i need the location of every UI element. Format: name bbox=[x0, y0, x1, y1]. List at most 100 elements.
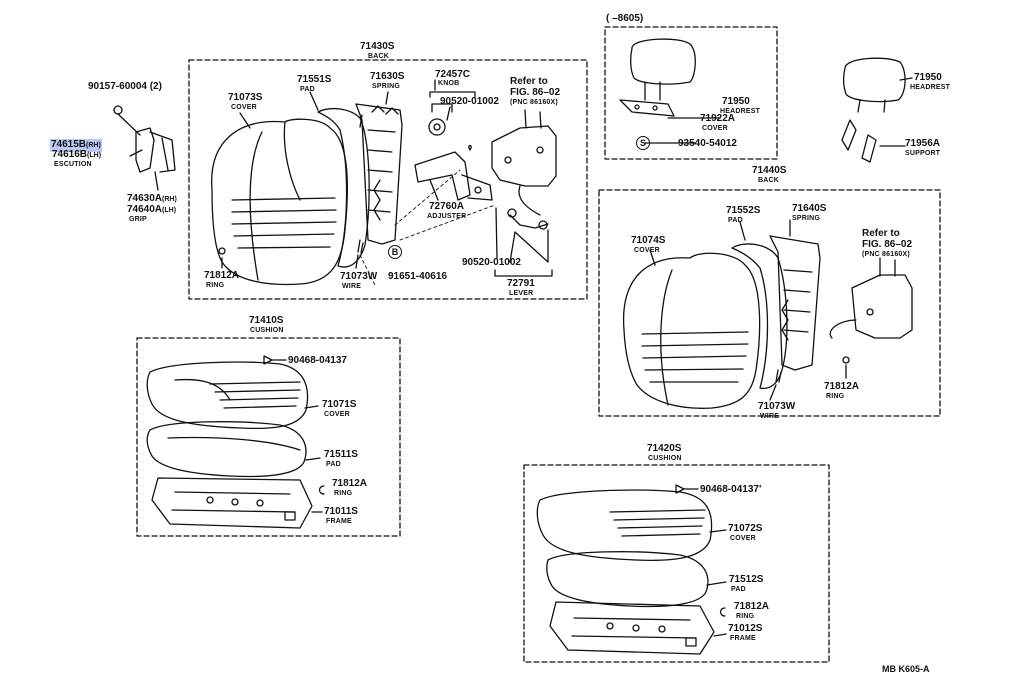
label-72791-sub: LEVER bbox=[509, 290, 534, 297]
knob-bracket bbox=[429, 91, 476, 98]
label-71410S-sub: CUSHION bbox=[250, 327, 284, 334]
label-71440S-sub: BACK bbox=[758, 177, 780, 184]
label-71812A-4: 71812A bbox=[734, 601, 770, 612]
label-71011S-sub: FRAME bbox=[326, 518, 352, 525]
label-72457C: 72457C bbox=[435, 69, 471, 80]
label-74616B-row: 74616B(LH) bbox=[52, 150, 101, 161]
back-assembly-box-right bbox=[598, 189, 941, 417]
dashed-leader-left bbox=[359, 169, 496, 286]
ring-right-cushion-shape bbox=[719, 607, 726, 617]
pad-71551S-shape bbox=[317, 107, 370, 268]
label-71551S: 71551S bbox=[297, 74, 332, 85]
leader-cushion-left bbox=[304, 405, 323, 513]
label-74615B-sfx: (RH) bbox=[86, 142, 101, 149]
label-71073W-2-sub: WIRE bbox=[760, 413, 780, 420]
cushion-box-left bbox=[136, 337, 401, 537]
label-71073W-2: 71073W bbox=[758, 401, 796, 412]
label-71630S: 71630S bbox=[370, 71, 405, 82]
label-72760A-sub: ADJUSTER bbox=[427, 213, 467, 220]
label-71630S-sub: SPRING bbox=[372, 83, 401, 90]
label-71812A-2: 71812A bbox=[824, 381, 860, 392]
label-71420S: 71420S bbox=[647, 443, 682, 454]
pad-71512S-shape bbox=[546, 551, 709, 608]
screw-90468a-shape bbox=[263, 355, 287, 365]
label-71511S: 71511S bbox=[324, 449, 358, 460]
label-71640S: 71640S bbox=[792, 203, 827, 214]
label-grip-sub: GRIP bbox=[129, 216, 147, 223]
screw-90157-shape bbox=[113, 105, 141, 136]
label-71956A: 71956A bbox=[905, 138, 941, 149]
ring-wire-left-shape bbox=[218, 239, 364, 255]
frame-71011S-shape bbox=[151, 477, 313, 529]
label-71812A-1-sub: RING bbox=[206, 282, 225, 289]
label-71812A-3: 71812A bbox=[332, 478, 368, 489]
label-74616B-sfx: (LH) bbox=[87, 152, 102, 159]
label-71950-b-sub: HEADREST bbox=[910, 84, 951, 91]
leader-grip bbox=[129, 149, 159, 191]
label-71512S-sub: PAD bbox=[731, 586, 746, 593]
label-74616B: 74616B bbox=[52, 149, 88, 160]
leader-lines-left bbox=[221, 79, 549, 269]
label-91651-40616: 91651-40616 bbox=[388, 271, 447, 282]
label-71922A-sub: COVER bbox=[702, 125, 728, 132]
cover-71072S-shape bbox=[536, 489, 713, 562]
label-71950-a: 71950 bbox=[722, 96, 750, 107]
label-90520-01002-b: 90520-01002 bbox=[462, 257, 521, 268]
leader-cushion-right bbox=[706, 529, 727, 637]
label-71072S: 71072S bbox=[728, 523, 763, 534]
label-74630A-sfx: (RH) bbox=[162, 196, 177, 203]
label-71073S: 71073S bbox=[228, 92, 263, 103]
headrest-box-shape bbox=[619, 38, 721, 144]
pad-71511S-shape bbox=[146, 421, 307, 478]
label-71511S-sub: PAD bbox=[326, 461, 341, 468]
label-71812A-4-sub: RING bbox=[736, 613, 755, 620]
refer-left-line1: Refer to bbox=[510, 76, 548, 87]
cover-71074S-shape bbox=[622, 252, 761, 409]
ring-wire-right-shape bbox=[775, 356, 850, 383]
label-71950-b: 71950 bbox=[914, 72, 942, 83]
label-71073S-sub: COVER bbox=[231, 104, 257, 111]
label-74630A: 74630A bbox=[127, 193, 163, 204]
label-74640A: 74640A bbox=[127, 204, 163, 215]
cover-71071S-shape bbox=[146, 361, 309, 430]
label-90468-04137-a: 90468-04137 bbox=[288, 355, 347, 366]
ring-left-cushion-shape bbox=[318, 485, 325, 495]
label-71551S-sub: PAD bbox=[300, 86, 315, 93]
marker-b: B bbox=[388, 245, 402, 259]
cover-71073S-shape bbox=[211, 118, 348, 286]
label-71071S: 71071S bbox=[322, 399, 357, 410]
lever-bracket bbox=[494, 269, 553, 277]
label-74630A-row: 74630A(RH) bbox=[127, 194, 177, 205]
label-71812A-3-sub: RING bbox=[334, 490, 353, 497]
refer-right-line2: FIG. 86–02 bbox=[862, 239, 913, 250]
label-71956A-sub: SUPPORT bbox=[905, 150, 941, 157]
refer-right-line1: Refer to bbox=[862, 228, 900, 239]
label-90520-01002-a: 90520-01002 bbox=[440, 96, 499, 107]
label-71012S: 71012S bbox=[728, 623, 763, 634]
label-71012S-sub: FRAME bbox=[730, 635, 756, 642]
label-93540-54012: 93540-54012 bbox=[678, 138, 737, 149]
refer-left-line2: FIG. 86–02 bbox=[510, 87, 561, 98]
label-71073W-1: 71073W bbox=[340, 271, 378, 282]
back-assembly-box-left bbox=[188, 59, 588, 300]
frame-71012S-shape bbox=[549, 601, 715, 655]
label-71812A-2-sub: RING bbox=[826, 393, 845, 400]
label-74640A-sfx: (LH) bbox=[162, 207, 177, 214]
label-71552S: 71552S bbox=[726, 205, 761, 216]
label-72457C-sub: KNOB bbox=[438, 80, 460, 87]
label-71440S: 71440S bbox=[752, 165, 787, 176]
label-90468-04137-b: 90468-04137' bbox=[700, 484, 762, 495]
escution-highlight[interactable]: 74615B(RH) bbox=[50, 139, 102, 152]
label-71074S: 71074S bbox=[631, 235, 666, 246]
label-71922A: 71922A bbox=[700, 113, 736, 124]
label-71812A-1: 71812A bbox=[204, 270, 240, 281]
label-71430S-sub: BACK bbox=[368, 53, 390, 60]
label-72791: 72791 bbox=[507, 278, 535, 289]
label-71950-a-sub: HEADREST bbox=[720, 108, 761, 115]
marker-s: S bbox=[636, 136, 650, 150]
label-71072S-sub: COVER bbox=[730, 535, 756, 542]
refer-right-line3: (PNC 86160X) bbox=[862, 251, 910, 258]
label-71430S: 71430S bbox=[360, 41, 395, 52]
label-71552S-sub: PAD bbox=[728, 217, 743, 224]
